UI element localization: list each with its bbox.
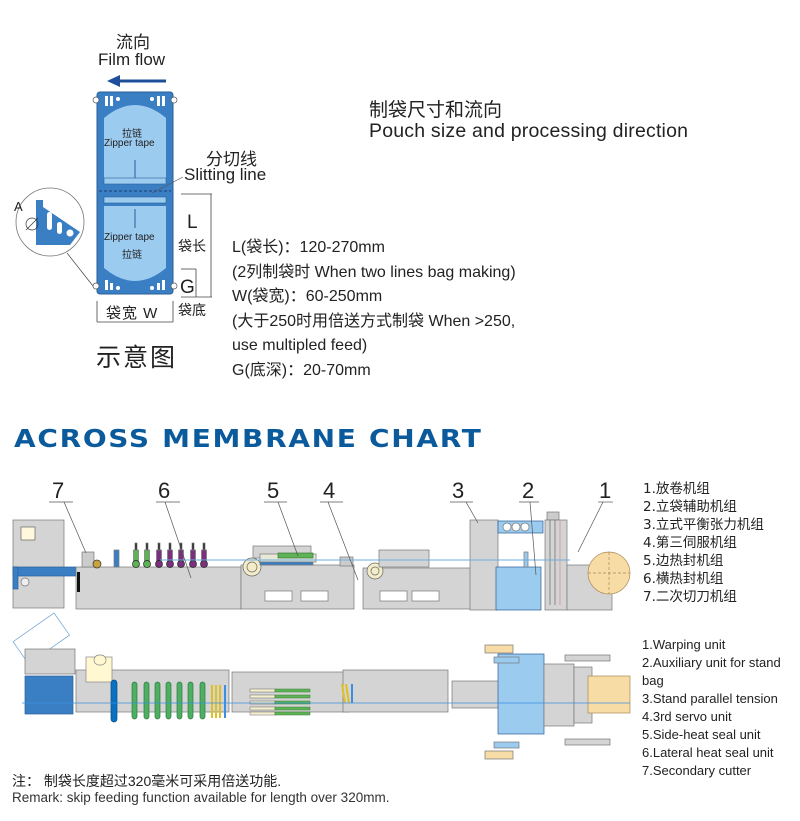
slitting-line-en: Slitting line (184, 165, 267, 184)
legend-cn-item: 4.第三伺服机组 (643, 535, 737, 551)
heat-seal-head-icon (200, 542, 208, 568)
seal-bar-icon (143, 681, 150, 720)
pouch-specs: L(袋长)：120-270mm (2列制袋时 When two lines ba… (232, 236, 516, 383)
dimension-w-label: 袋宽 W (106, 305, 159, 322)
spec-width: W(袋宽)：60-250mm (232, 288, 383, 305)
seal-bar-icon (154, 681, 161, 720)
remark-cn: 注： 制袋长度超过320毫米可采用倍送功能. (12, 773, 282, 789)
unit-number-7: 7 (52, 478, 65, 503)
schematic-label: 示意图 (96, 344, 178, 372)
legend-cn-item: 1.放卷机组 (643, 481, 710, 497)
film-flow-arrow-icon (107, 75, 166, 87)
heat-seal-head-icon (189, 542, 197, 568)
heat-seal-head-icon (143, 542, 151, 568)
seal-bar-icon (131, 681, 138, 720)
legend-en-item: 4.3rd servo unit (642, 709, 732, 724)
zipper-bottom-cn: 拉链 (122, 250, 142, 261)
legend-cn-item: 2.立袋辅助机组 (643, 499, 737, 515)
film-flow-label-cn: 流向 (116, 33, 150, 52)
legend-en-item: 1.Warping unit (642, 637, 726, 652)
unit-number-2: 2 (522, 478, 535, 503)
unit-legend-en: 1.Warping unit 2.Auxiliary unit for stan… (642, 636, 800, 780)
legend-en-item: 7.Secondary cutter (642, 763, 752, 778)
dimension-l-label: L (187, 212, 198, 233)
dimension-lines (96, 193, 212, 323)
zipper-top-en: Zipper tape (104, 138, 155, 149)
machine-top-view (12, 612, 631, 760)
detail-a-label: A (14, 199, 23, 214)
zipper-top-cn: 拉链 (122, 129, 142, 140)
legend-en-item: 3.Stand parallel tension (642, 691, 778, 706)
spec-width-note: (大于250时用倍送方式制袋 When >250, (232, 312, 516, 330)
seal-bar-icon (187, 681, 194, 720)
zipper-bottom-en: Zipper tape (104, 232, 155, 243)
spec-length-note: (2列制袋时 When two lines bag making) (232, 263, 516, 281)
unit-leader-lines (49, 501, 613, 581)
section-title-cn: 制袋尺寸和流向 (369, 100, 503, 121)
slitting-line-cn: 分切线 (206, 150, 257, 169)
spec-width-note-cont: use multipled feed) (232, 337, 368, 354)
unit-number-4: 4 (323, 478, 336, 503)
dimension-g-cn: 袋底 (178, 302, 206, 318)
pouch-outline (92, 91, 178, 295)
unit-number-5: 5 (267, 478, 280, 503)
legend-cn-item: 7.二次切刀机组 (643, 589, 737, 605)
chart-heading: ACROSS MEMBRANE CHART (14, 424, 483, 453)
seal-bar-icon (165, 681, 172, 720)
legend-en-item: 6.Lateral heat seal unit (642, 745, 774, 760)
heat-seal-head-icon (132, 542, 140, 568)
detail-a-magnifier-icon (15, 187, 94, 287)
remark-en: Remark: skip feeding function available … (12, 790, 390, 805)
unit-number-6: 6 (158, 478, 171, 503)
spec-gusset: G(底深)：20-70mm (232, 361, 371, 379)
legend-cn-item: 6.横热封机组 (643, 571, 724, 587)
legend-en-item: 5.Side-heat seal unit (642, 727, 761, 742)
section-title-en: Pouch size and processing direction (369, 120, 689, 142)
heat-seal-head-icon (166, 542, 174, 568)
unit-number-3: 3 (452, 478, 465, 503)
dimension-l-cn: 袋长 (178, 238, 206, 254)
seal-bar-icon (176, 681, 183, 720)
legend-en-item: 2.Auxiliary unit for stand bag (642, 655, 781, 688)
seal-bar-icon (199, 681, 206, 720)
machine-side-view (12, 511, 631, 611)
unit-number-1: 1 (599, 478, 612, 503)
legend-cn-item: 3.立式平衡张力机组 (643, 517, 764, 533)
dimension-g-label: G (180, 277, 195, 298)
unit-legend-cn: 1.放卷机组 2.立袋辅助机组 3.立式平衡张力机组 4.第三伺服机组 5.边热… (643, 480, 764, 606)
film-flow-label-en: Film flow (98, 50, 166, 69)
heat-seal-head-icon (155, 542, 163, 568)
spec-length: L(袋长)：120-270mm (232, 239, 385, 256)
legend-cn-item: 5.边热封机组 (643, 553, 724, 569)
